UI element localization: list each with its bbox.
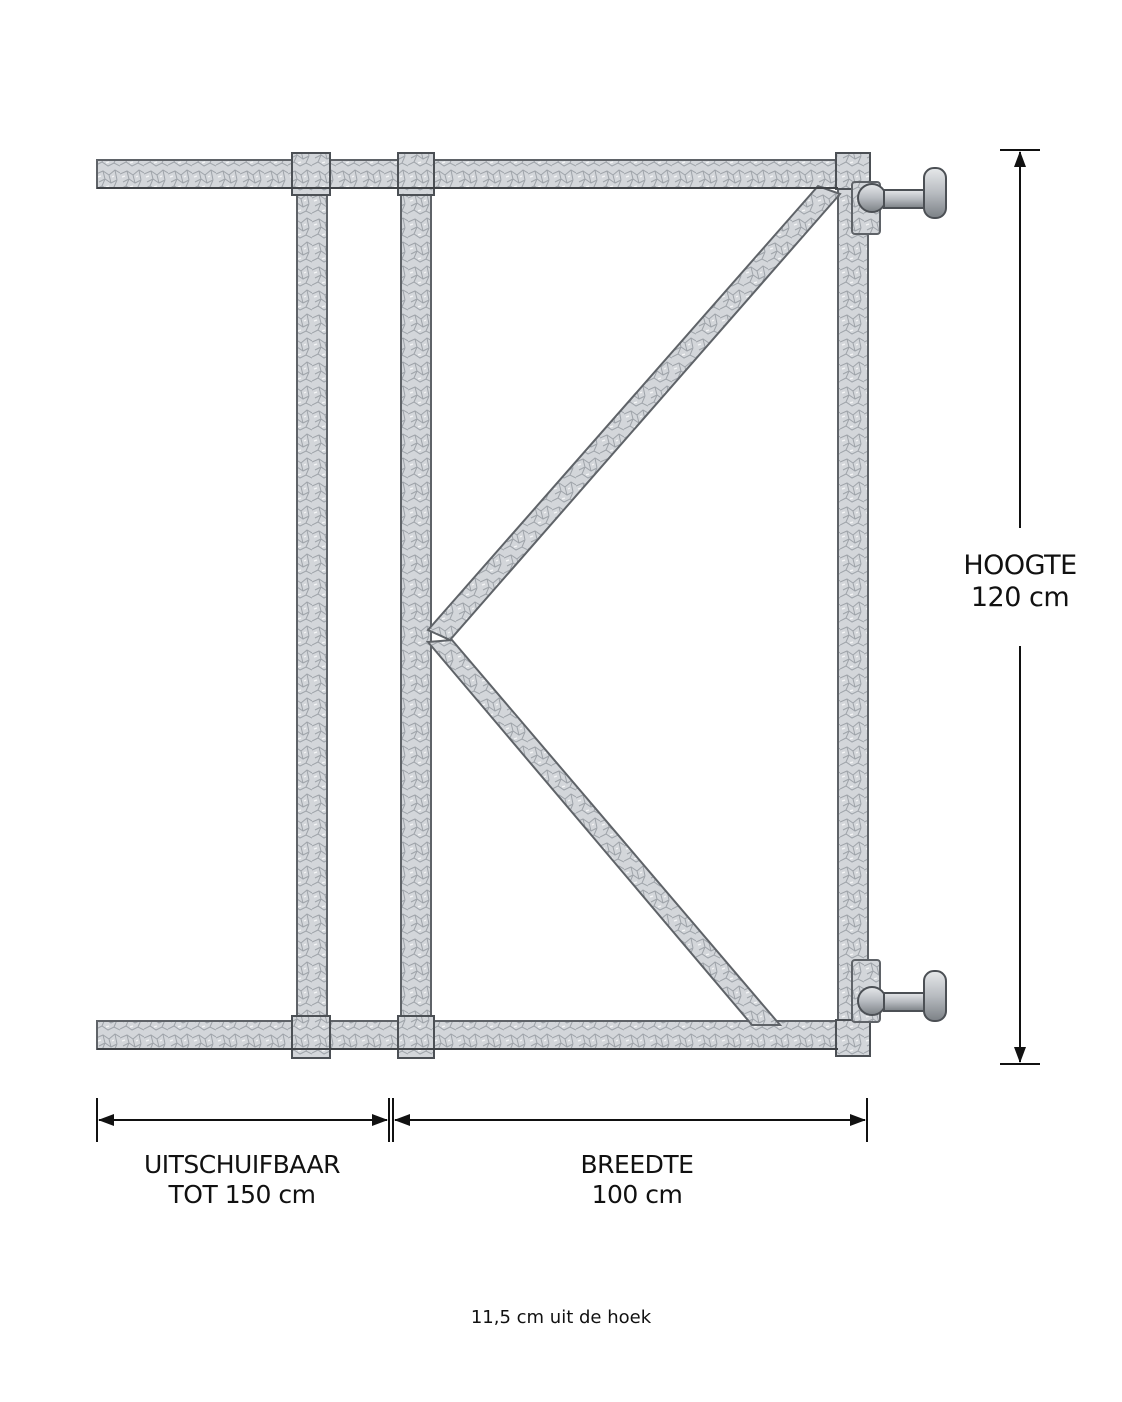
clamp-bottom-right bbox=[397, 1015, 435, 1059]
height-value: 120 cm bbox=[970, 582, 1070, 614]
extendable-value: TOT 150 cm bbox=[168, 1180, 316, 1209]
width-label: BREEDTE 100 cm bbox=[537, 1150, 737, 1210]
clamp-bottom-left bbox=[291, 1015, 331, 1059]
height-dimension bbox=[1000, 149, 1040, 1065]
bottom-rail bbox=[96, 1020, 846, 1050]
width-dimension bbox=[392, 1098, 868, 1142]
left-post-outer bbox=[296, 169, 328, 1037]
top-rail bbox=[96, 159, 846, 189]
height-title: HOOGTE bbox=[963, 550, 1077, 581]
width-title: BREEDTE bbox=[580, 1150, 694, 1179]
extendable-title: UITSCHUIFBAAR bbox=[143, 1150, 341, 1179]
corner-cap-bottom bbox=[835, 1019, 871, 1057]
height-label: HOOGTE 120 cm bbox=[940, 550, 1100, 615]
extendable-dimension bbox=[96, 1098, 390, 1142]
hinge-bottom bbox=[851, 959, 947, 1023]
gate-frame bbox=[96, 152, 871, 1059]
footnote: 11,5 cm uit de hoek bbox=[470, 1307, 652, 1328]
left-post-inner bbox=[400, 169, 432, 1037]
hinge-top bbox=[851, 167, 947, 235]
upper-brace bbox=[426, 184, 842, 642]
lower-brace bbox=[425, 638, 783, 1026]
extendable-label: UITSCHUIFBAAR TOT 150 cm bbox=[112, 1150, 372, 1210]
width-value: 100 cm bbox=[591, 1180, 683, 1209]
hinge-post bbox=[837, 159, 869, 1049]
